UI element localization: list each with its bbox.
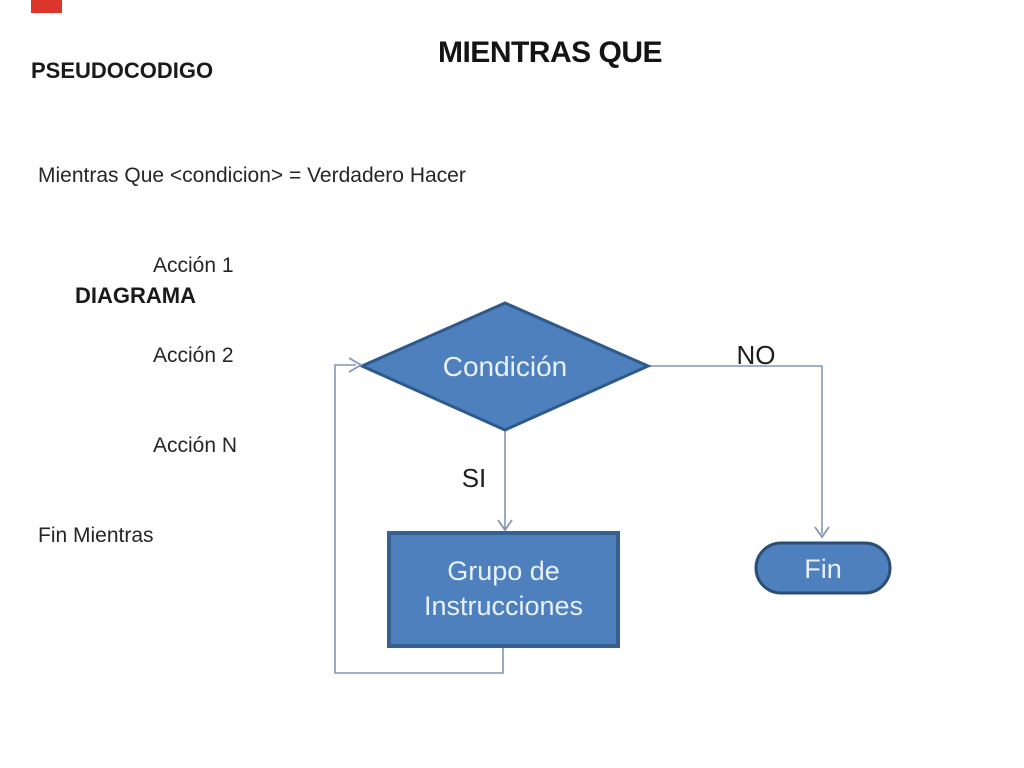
pseudocode-action-n: Acción N	[153, 434, 238, 457]
diagram-heading: DIAGRAMA	[75, 283, 196, 308]
arrowhead-into-diamond-icon	[348, 357, 363, 373]
red-corner-marker	[31, 0, 62, 13]
process-label: Grupo de Instrucciones	[389, 554, 618, 624]
end-terminator	[754, 541, 892, 595]
pseudocode-action-1: Acción 1	[153, 254, 234, 277]
process-rectangle	[387, 531, 620, 648]
loop-back-connector	[334, 364, 504, 674]
pseudocode-action-2: Acción 2	[153, 344, 234, 367]
arrowhead-into-process-icon	[497, 519, 513, 532]
no-branch-label: NO	[736, 340, 776, 370]
process-label-line1: Grupo de	[447, 556, 560, 586]
condition-diamond	[358, 301, 652, 432]
process-label-line2: Instrucciones	[423, 591, 584, 621]
no-branch-line	[648, 365, 823, 534]
pseudocode-block: Mientras Que <condicion> = Verdadero Hac…	[38, 101, 466, 611]
pseudocode-opening-line: Mientras Que <condicion> = Verdadero Hac…	[38, 164, 466, 187]
pseudocode-closing-line: Fin Mientras	[38, 524, 154, 547]
condition-label: Condición	[442, 351, 568, 382]
pseudocode-heading: PSEUDOCODIGO	[31, 58, 214, 83]
end-label: Fin	[804, 554, 842, 584]
arrowhead-into-terminator-icon	[814, 526, 830, 539]
slide-title: MIENTRAS QUE	[437, 36, 663, 69]
yes-branch-label: SI	[461, 463, 487, 493]
